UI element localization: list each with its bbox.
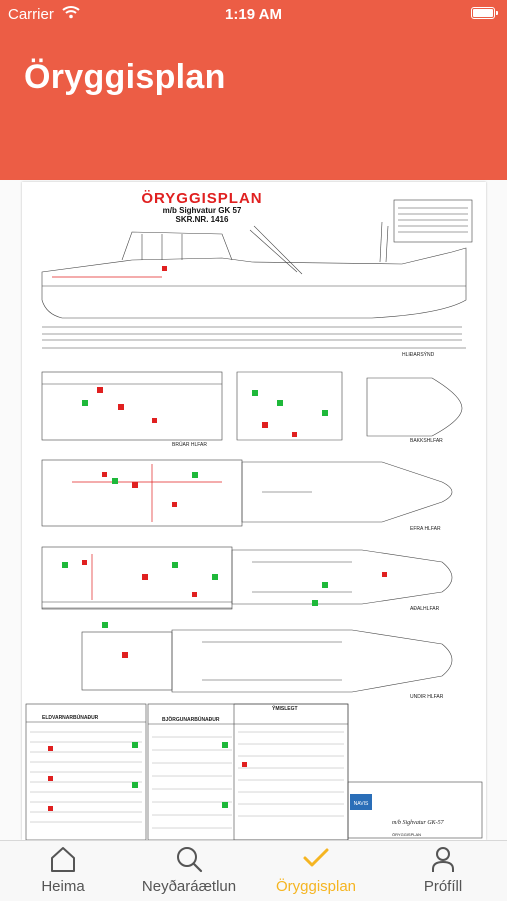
- plan-title: ÖRYGGISPLAN: [141, 190, 263, 207]
- tab-profile-label: Prófíll: [423, 878, 463, 895]
- carrier-label: Carrier: [8, 6, 54, 23]
- battery-icon: [471, 7, 498, 19]
- tab-home[interactable]: Heima: [0, 841, 126, 901]
- tab-safety-plan-label: Öryggisplan: [275, 878, 357, 895]
- checkmark-icon: [303, 848, 329, 867]
- footer-plan-title: ÖRYGGISPLAN: [392, 832, 421, 837]
- tab-safety-plan[interactable]: Öryggisplan: [253, 841, 379, 901]
- deck-label-lower: UNDIR HLFAR: [410, 694, 444, 700]
- plan-registration: SKR.NR. 1416: [175, 215, 229, 224]
- navis-logo: NAVIS: [354, 801, 369, 807]
- home-icon: [51, 847, 75, 872]
- wifi-icon: [62, 6, 80, 19]
- safety-plan-drawing[interactable]: ÖRYGGISPLAN m/b Sighvatur GK 57 SKR.NR. …: [22, 182, 486, 840]
- plan-vessel-name: m/b Sighvatur GK 57: [162, 206, 242, 215]
- page-title: Öryggisplan: [24, 58, 226, 96]
- tab-bar: Heima Neyðaráætlun Öryggisplan Prófíll: [0, 840, 507, 901]
- table-header-misc: ÝMISLEGT: [272, 706, 298, 712]
- ship-plan-drawing: NAVIS m/b Sighvatur GK-57 ÖRYGGISPLAN: [25, 199, 483, 840]
- table-header-rescue: BJÖRGUNARBÚNAÐUR: [162, 717, 220, 723]
- tab-emergency-plan-label: Neyðaráætlun: [141, 878, 237, 895]
- status-bar: Carrier 1:19 AM: [0, 0, 507, 30]
- deck-label-side: HLIÐARSÝND: [402, 352, 435, 358]
- deck-label-main: AÐALHLFAR: [410, 606, 440, 612]
- search-icon: [177, 847, 203, 873]
- deck-label-upper: EFRA HLFAR: [410, 526, 441, 532]
- nav-header: Carrier 1:19 AM Öryggisplan: [0, 0, 507, 180]
- person-icon: [432, 847, 454, 872]
- deck-label-bridge: BRÚAR HLFAR: [172, 442, 208, 448]
- status-time: 1:19 AM: [225, 6, 282, 23]
- deck-label-forecastle: BAKKSHLFAR: [410, 438, 443, 444]
- safety-plan-viewer[interactable]: ÖRYGGISPLAN m/b Sighvatur GK 57 SKR.NR. …: [0, 180, 507, 840]
- tab-profile[interactable]: Prófíll: [380, 841, 506, 901]
- footer-vessel-name: m/b Sighvatur GK-57: [392, 820, 445, 826]
- tab-emergency-plan[interactable]: Neyðaráætlun: [126, 841, 252, 901]
- table-header-fire: ELDVARNARBÚNAÐUR: [42, 715, 99, 721]
- tab-home-label: Heima: [41, 878, 85, 895]
